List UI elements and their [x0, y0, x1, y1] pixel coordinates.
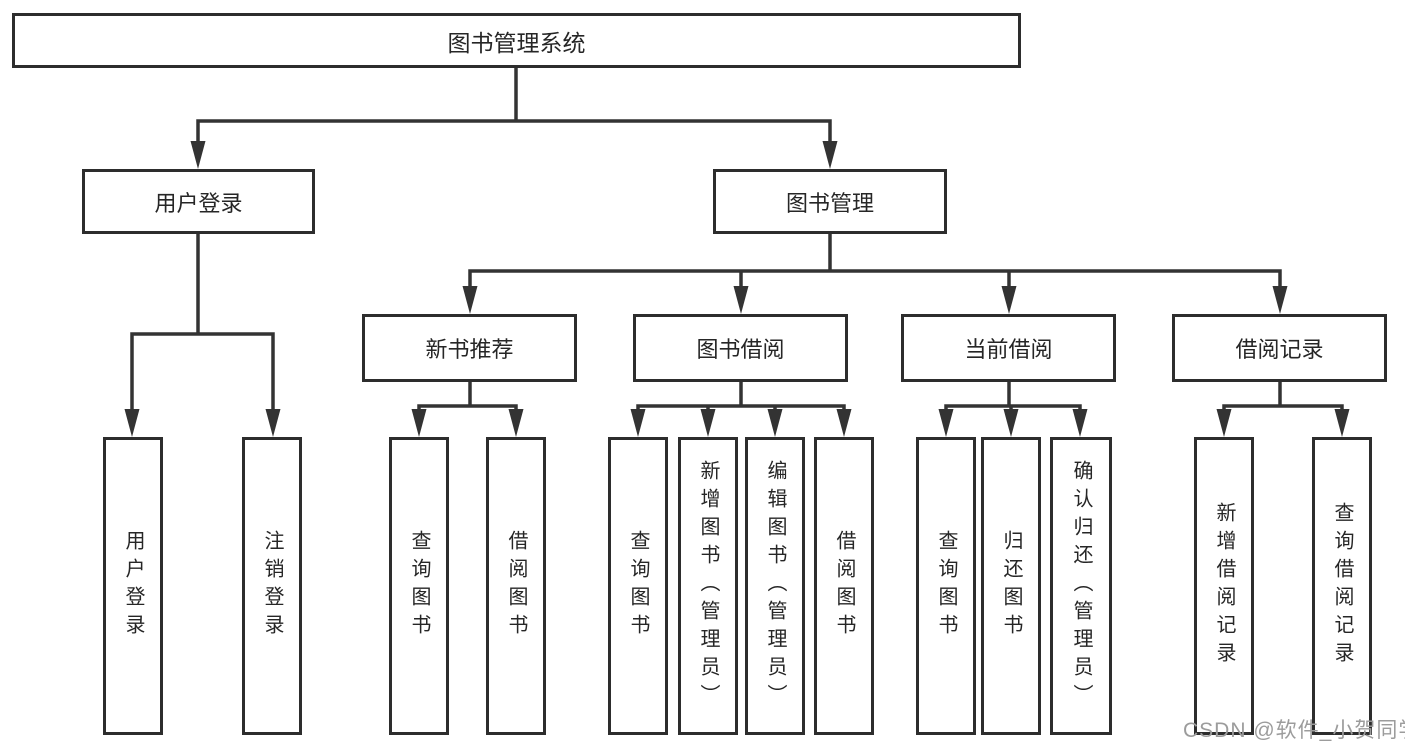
- leaf-label: 借阅图书: [505, 530, 527, 642]
- leaf-borrow-books: 借阅图书: [814, 437, 874, 735]
- arrowhead-icon: [1334, 409, 1350, 437]
- leaf-label: 归还图书: [1000, 530, 1022, 642]
- arrowhead-icon: [767, 409, 783, 437]
- connector: [944, 404, 1082, 410]
- node-label: 借阅记录: [1235, 337, 1324, 362]
- node-new-book-recommend: 新书推荐: [362, 314, 577, 382]
- leaf-label: 新增借阅记录: [1213, 502, 1235, 670]
- node-book-borrow: 图书借阅: [633, 314, 848, 382]
- leaf-label: 编辑图书（管理员）: [764, 460, 786, 712]
- node-root-label: 图书管理系统: [447, 29, 586, 56]
- leaf-confirm-return-admin: 确认归还（管理员）: [1050, 437, 1112, 735]
- node-user-login: 用户登录: [82, 169, 315, 234]
- connector: [468, 269, 1282, 288]
- leaf-label: 借阅图书: [833, 530, 855, 642]
- connector: [1222, 404, 1344, 410]
- leaf-label: 确认归还（管理员）: [1070, 460, 1092, 712]
- leaf-edit-books-admin: 编辑图书（管理员）: [745, 437, 805, 735]
- arrowhead-icon: [630, 409, 646, 437]
- node-book-management: 图书管理: [713, 169, 947, 234]
- leaf-return-books: 归还图书: [981, 437, 1041, 735]
- arrowhead-icon: [938, 409, 954, 437]
- connector: [130, 332, 275, 410]
- leaf-logout: 注销登录: [242, 437, 302, 735]
- watermark: CSDN @软件_小贺同学: [1183, 719, 1405, 742]
- leaf-add-borrow-record: 新增借阅记录: [1194, 437, 1254, 735]
- leaf-label: 查询借阅记录: [1331, 502, 1353, 670]
- arrowhead-icon: [411, 409, 427, 437]
- leaf-query-books-recommend: 查询图书: [389, 437, 449, 735]
- connector: [196, 119, 832, 146]
- node-label: 图书管理: [785, 190, 874, 216]
- leaf-label: 查询图书: [935, 530, 957, 642]
- leaf-user-login: 用户登录: [103, 437, 163, 735]
- node-label: 用户登录: [154, 190, 243, 216]
- leaf-label: 用户登录: [122, 530, 144, 642]
- arrowhead-icon: [733, 286, 749, 314]
- leaf-label: 查询图书: [408, 530, 430, 642]
- node-label: 新书推荐: [425, 337, 514, 362]
- leaf-borrow-books-recommend: 借阅图书: [486, 437, 546, 735]
- leaf-query-borrow-record: 查询借阅记录: [1312, 437, 1372, 735]
- leaf-query-books-current: 查询图书: [916, 437, 976, 735]
- arrowhead-icon: [462, 286, 478, 314]
- arrowhead-icon: [190, 141, 206, 169]
- node-borrow-records: 借阅记录: [1172, 314, 1387, 382]
- arrowhead-icon: [1216, 409, 1232, 437]
- arrowhead-icon: [700, 409, 716, 437]
- leaf-label: 新增图书（管理员）: [697, 460, 719, 712]
- node-label: 图书借阅: [696, 337, 785, 362]
- arrowhead-icon: [124, 409, 140, 437]
- connector: [636, 404, 846, 410]
- leaf-label: 查询图书: [627, 530, 649, 642]
- node-root: 图书管理系统: [12, 13, 1021, 68]
- arrowhead-icon: [1072, 409, 1088, 437]
- arrowhead-icon: [265, 409, 281, 437]
- node-label: 当前借阅: [964, 337, 1053, 362]
- arrowhead-icon: [1003, 409, 1019, 437]
- arrowhead-icon: [1272, 286, 1288, 314]
- leaf-label: 注销登录: [261, 530, 283, 642]
- arrowhead-icon: [822, 141, 838, 169]
- arrowhead-icon: [1001, 286, 1017, 314]
- connector: [417, 404, 518, 410]
- node-current-borrow: 当前借阅: [901, 314, 1116, 382]
- arrowhead-icon: [508, 409, 524, 437]
- leaf-query-books-borrow: 查询图书: [608, 437, 668, 735]
- leaf-add-books-admin: 新增图书（管理员）: [678, 437, 738, 735]
- arrowhead-icon: [836, 409, 852, 437]
